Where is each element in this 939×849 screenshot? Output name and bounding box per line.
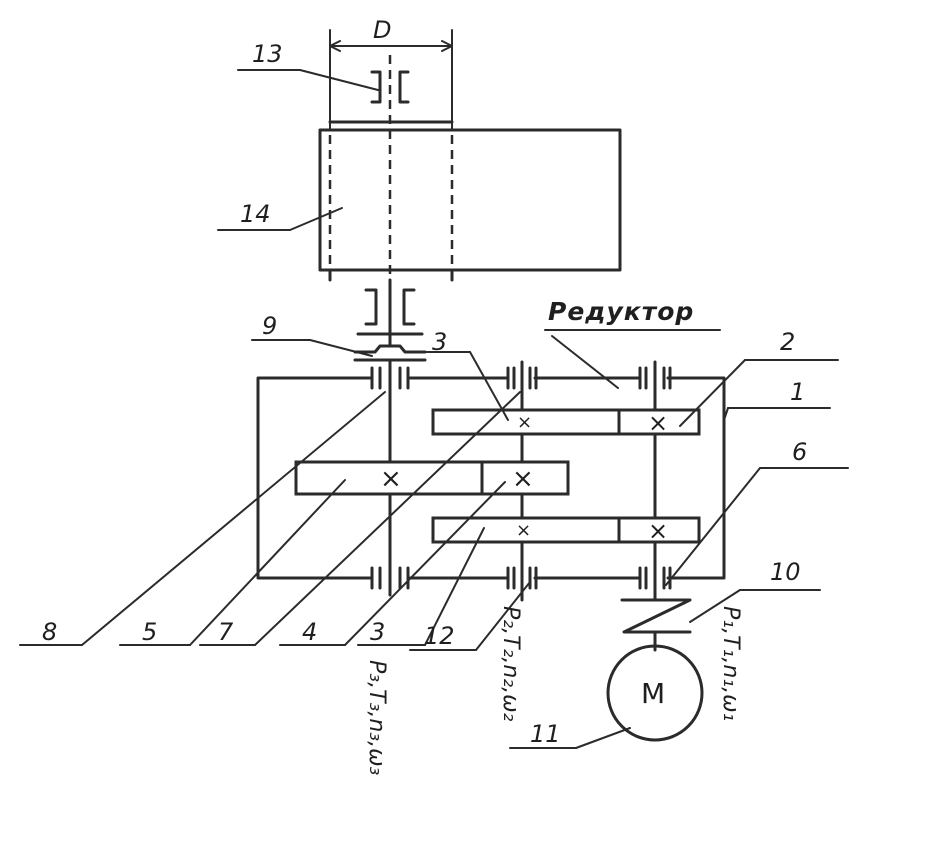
label-6: 6 (792, 438, 807, 466)
shaft-2-params: P₂,T₂,n₂,ω₂ (498, 606, 523, 722)
label-1: 1 (790, 378, 805, 406)
motor-11: M (606, 644, 704, 742)
svg-text:×: × (648, 409, 668, 437)
gear-pair-middle: × × (294, 460, 570, 496)
gear-pair-top: × × (431, 408, 701, 437)
label-10: 10 (770, 558, 801, 586)
bearings (370, 366, 672, 590)
svg-text:×: × (517, 412, 532, 433)
label-11: 11 (530, 720, 561, 748)
label-12: 12 (424, 622, 455, 650)
label-3-top: 3 (432, 328, 447, 356)
shaft-1-params: P₁,T₁,n₁,ω₁ (718, 606, 743, 721)
motor-label: M (641, 677, 665, 710)
dimension-label: D (373, 16, 391, 44)
label-7: 7 (218, 618, 234, 646)
coupling-10 (620, 586, 692, 652)
shaft-3-params: P₃,T₃,n₃,ω₃ (364, 660, 389, 776)
title-label: Редуктор (548, 297, 694, 326)
gearbox-housing (256, 376, 726, 580)
drum-14 (318, 120, 622, 282)
svg-text:×: × (512, 464, 534, 494)
coupling-13: D (329, 16, 453, 131)
svg-text:×: × (380, 464, 402, 494)
label-2: 2 (780, 328, 795, 356)
svg-text:×: × (648, 517, 668, 545)
coupling-lower (356, 278, 424, 347)
label-4: 4 (302, 618, 317, 646)
label-14: 14 (240, 200, 271, 228)
svg-text:×: × (516, 520, 531, 541)
label-8: 8 (42, 618, 57, 646)
label-13: 13 (252, 40, 283, 68)
gear-pair-bottom: × × (431, 516, 701, 545)
label-9: 9 (262, 312, 277, 340)
label-5: 5 (142, 618, 157, 646)
leader-lines (19, 69, 849, 749)
label-3-bottom: 3 (370, 618, 385, 646)
